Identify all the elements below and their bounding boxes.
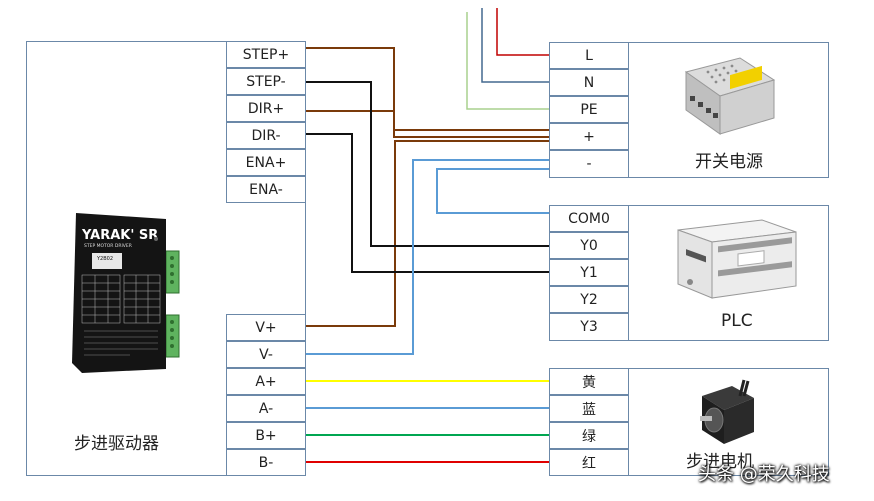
motor-terminal-red: 红 xyxy=(549,449,629,476)
power-terminal-plus: + xyxy=(549,123,629,150)
wire-v-minus xyxy=(306,159,549,355)
motor-terminal-blue: 蓝 xyxy=(549,395,629,422)
power-terminal-minus: - xyxy=(549,150,629,178)
driver-terminal-ena-minus: ENA- xyxy=(226,176,306,203)
power-terminal-pe: PE xyxy=(549,96,629,123)
driver-terminal-step-minus: STEP- xyxy=(226,68,306,95)
driver-title: 步进驱动器 xyxy=(74,434,159,454)
wire-step-plus xyxy=(306,47,549,131)
plc-title: PLC xyxy=(721,311,753,331)
plc-terminal-y3: Y3 xyxy=(549,313,629,341)
watermark: 头条 @荣久科技 xyxy=(698,464,830,485)
driver-terminal-ena-plus: ENA+ xyxy=(226,149,306,176)
motor-title: 步进电机 xyxy=(686,452,754,472)
wire-v-plus xyxy=(306,140,549,327)
driver-terminal-a-minus: A- xyxy=(226,395,306,422)
driver-subtitle-text: STEP MOTOR DRIVER xyxy=(84,243,132,249)
driver-terminal-a-plus: A+ xyxy=(226,368,306,395)
stepper-motor-image xyxy=(692,376,762,448)
wire-mains-n xyxy=(481,8,549,83)
wire-mains-pe xyxy=(466,12,549,110)
driver-terminal-step-plus: STEP+ xyxy=(226,41,306,68)
plc-terminal-com0: COM0 xyxy=(549,205,629,232)
driver-terminal-dir-minus: DIR- xyxy=(226,122,306,149)
power-terminal-n: N xyxy=(549,69,629,96)
motor-terminal-green: 绿 xyxy=(549,422,629,449)
driver-model-text: Y2B02 xyxy=(96,256,113,262)
stepper-driver-image: YARAK' SR STEP MOTOR DRIVER Y2B02 xyxy=(70,213,182,373)
power-supply-title: 开关电源 xyxy=(695,152,763,172)
plc-terminal-y1: Y1 xyxy=(549,259,629,286)
power-terminal-l: L xyxy=(549,42,629,69)
plc-image xyxy=(672,212,800,302)
wire-com0 xyxy=(436,168,549,214)
power-supply-image xyxy=(678,50,778,140)
driver-terminal-b-minus: B- xyxy=(226,449,306,476)
wire-dir-plus xyxy=(306,110,549,138)
plc-terminal-y0: Y0 xyxy=(549,232,629,259)
driver-brand-text: YARAK' SR xyxy=(81,228,158,243)
wire-step-minus xyxy=(306,81,549,247)
driver-terminal-v-minus: V- xyxy=(226,341,306,368)
driver-terminal-v-plus: V+ xyxy=(226,314,306,341)
wire-mains-l xyxy=(496,8,549,56)
wire-dir-minus xyxy=(306,133,549,273)
motor-terminal-yellow: 黄 xyxy=(549,368,629,395)
driver-terminal-dir-plus: DIR+ xyxy=(226,95,306,122)
plc-terminal-y2: Y2 xyxy=(549,286,629,313)
driver-terminal-b-plus: B+ xyxy=(226,422,306,449)
